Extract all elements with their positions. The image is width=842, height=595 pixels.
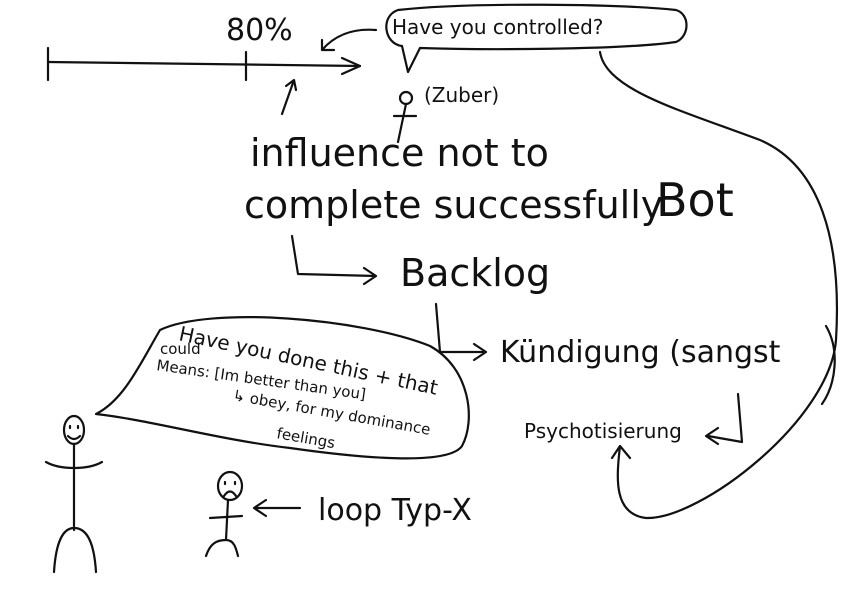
loop-arrow xyxy=(252,498,302,518)
scale-line xyxy=(46,60,362,68)
speech-group: Have you done this + that could Means: [… xyxy=(44,316,472,574)
arrow-to-scale xyxy=(320,28,378,52)
person-body xyxy=(392,102,418,144)
large-figure-face xyxy=(66,424,82,441)
question-bubble: Have you controlled? (Zuber) xyxy=(320,3,839,520)
influence-line1: influence not to xyxy=(250,131,549,175)
small-figure-body xyxy=(204,498,244,558)
speech-could: could xyxy=(160,340,201,358)
bot-label: Bot xyxy=(656,173,734,227)
arrow-to-backlog xyxy=(290,234,378,286)
scale-arrowhead xyxy=(340,56,362,76)
kuendigung-label: Kündigung (sangst xyxy=(500,335,781,370)
question-text: Have you controlled? xyxy=(392,15,603,39)
backlog-label: Backlog xyxy=(400,251,550,295)
arrow-to-psycho xyxy=(704,392,744,446)
stick-figure-small xyxy=(204,470,244,558)
influence-line2: complete successfully xyxy=(244,183,663,227)
psycho-label: Psychotisierung xyxy=(524,419,682,443)
influence-block: influence not to complete successfully B… xyxy=(244,131,734,227)
stick-figure-large xyxy=(44,414,104,574)
small-figure-head xyxy=(216,470,244,502)
large-figure-body xyxy=(44,442,104,574)
long-curve-arrow xyxy=(598,50,839,520)
loop-label: loop Typ-X xyxy=(318,493,472,528)
kuendigung-bracket xyxy=(820,324,836,406)
percent-label: 80% xyxy=(226,13,293,48)
person-head xyxy=(398,90,414,106)
progress-scale: 80% xyxy=(46,13,362,116)
person-label: (Zuber) xyxy=(424,83,499,107)
arrow-to-kuendigung xyxy=(434,302,488,362)
question-bubble-outline xyxy=(385,3,688,74)
up-arrow xyxy=(280,78,298,116)
small-figure-face xyxy=(222,480,238,498)
speech-bubble-outline xyxy=(94,316,470,460)
